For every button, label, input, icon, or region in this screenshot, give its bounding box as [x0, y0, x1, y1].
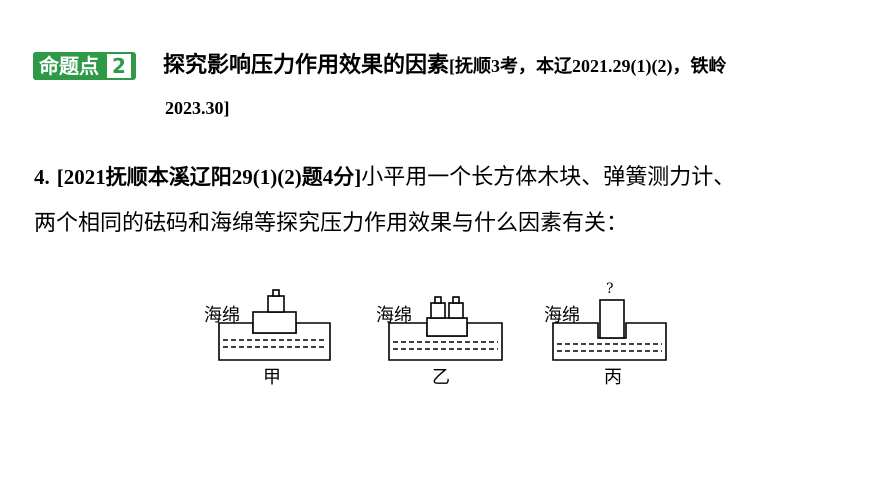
question-line-2: 两个相同的砝码和海绵等探究压力作用效果与什么因素有关：: [34, 205, 628, 237]
question-source: [2021抚顺本溪辽阳29(1)(2)题4分]: [56, 165, 362, 189]
question-text-2: 两个相同的砝码和海绵等探究压力作用效果与什么因素有关：: [34, 211, 629, 236]
topic-title: 探究影响压力作用效果的因素[抚顺3考，本辽2021.29(1)(2)，铁岭: [163, 52, 727, 80]
panel-bing: [552, 299, 667, 361]
topic-source-line2: 2023.30]: [165, 98, 230, 118]
question-mark: ?: [606, 281, 614, 297]
topic-tag-label: 命题点: [33, 52, 103, 80]
sponge-label-jia: 海绵: [204, 305, 240, 326]
question-number: 4.: [34, 165, 50, 189]
topic-tag-number: 2: [105, 52, 133, 80]
topic-source-line1: [抚顺3考，本辽2021.29(1)(2)，铁岭: [449, 56, 727, 76]
sponge-label-yi: 海绵: [376, 305, 412, 326]
caption-jia: 甲: [263, 367, 281, 388]
caption-bing: 丙: [604, 367, 622, 388]
panel-yi: [388, 296, 503, 361]
question-text-1: 小平用一个长方体木块、弹簧测力计、: [361, 165, 736, 190]
sponge-label-bing: 海绵: [544, 305, 580, 326]
caption-yi: 乙: [432, 367, 450, 388]
panel-jia: [218, 289, 331, 361]
topic-title-text: 探究影响压力作用效果的因素: [163, 53, 450, 78]
topic-tag: 命题点 2: [33, 52, 136, 80]
question-line-1: 4. [2021抚顺本溪辽阳29(1)(2)题4分]小平用一个长方体木块、弹簧测…: [34, 159, 735, 191]
